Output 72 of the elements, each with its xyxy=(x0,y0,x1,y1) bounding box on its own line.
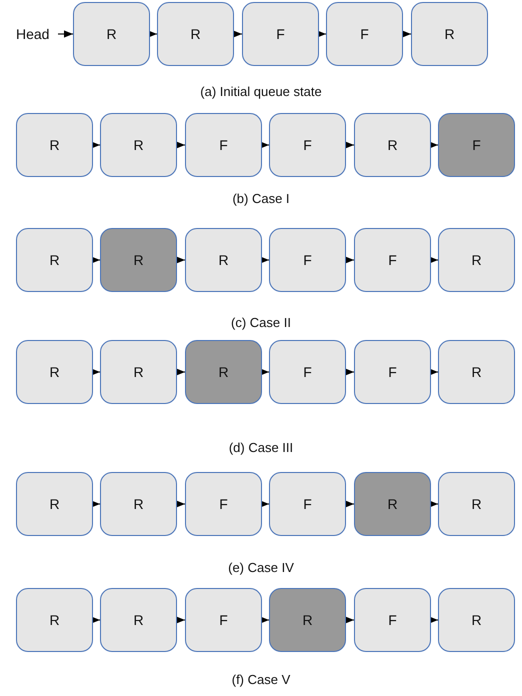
subfigure-caption: (b) Case I xyxy=(231,191,291,206)
queue-item: R xyxy=(438,228,515,292)
queue-item: R xyxy=(438,340,515,404)
arrow xyxy=(176,616,186,624)
queue-item: F xyxy=(185,588,262,652)
arrow xyxy=(260,141,270,149)
queue-item: F xyxy=(354,588,431,652)
queue-item: R xyxy=(157,2,234,66)
queue-item: F xyxy=(185,472,262,536)
arrow xyxy=(429,500,438,508)
highlighted-queue-item: R xyxy=(354,472,431,536)
highlighted-queue-item: R xyxy=(269,588,346,652)
arrow xyxy=(429,141,438,149)
queue-item: R xyxy=(100,340,177,404)
arrow xyxy=(402,30,412,38)
queue-item: R xyxy=(100,588,177,652)
arrow xyxy=(345,141,354,149)
arrow xyxy=(260,368,270,376)
queue-item: F xyxy=(185,113,262,177)
queue-item: R xyxy=(354,113,431,177)
arrow xyxy=(176,500,186,508)
subfigure-caption: (f) Case V xyxy=(230,672,292,687)
queue-item: F xyxy=(354,228,431,292)
arrow xyxy=(345,500,354,508)
arrow xyxy=(429,256,438,264)
subfigure-caption: (e) Case IV xyxy=(227,560,295,575)
arrow xyxy=(91,616,100,624)
queue-item: R xyxy=(16,228,93,292)
queue-item: R xyxy=(100,472,177,536)
queue-item: R xyxy=(16,472,93,536)
arrow xyxy=(429,616,438,624)
arrow xyxy=(148,30,158,38)
arrow xyxy=(345,368,354,376)
arrow xyxy=(429,368,438,376)
queue-item: R xyxy=(16,113,93,177)
arrow xyxy=(176,256,186,264)
queue-item: R xyxy=(438,588,515,652)
queue-item: F xyxy=(354,340,431,404)
subfigure-caption: (c) Case II xyxy=(230,315,292,330)
queue-item: R xyxy=(438,472,515,536)
arrow xyxy=(233,30,242,38)
arrow xyxy=(91,256,100,264)
queue-item: R xyxy=(16,340,93,404)
arrow xyxy=(260,616,270,624)
arrow xyxy=(91,141,100,149)
head-label: Head xyxy=(16,24,56,44)
queue-item: F xyxy=(326,2,403,66)
queue-item: R xyxy=(100,113,177,177)
queue-item: R xyxy=(185,228,262,292)
queue-item: R xyxy=(16,588,93,652)
arrow xyxy=(260,500,270,508)
arrow xyxy=(58,30,74,38)
queue-item: F xyxy=(269,228,346,292)
subfigure-caption: (d) Case III xyxy=(228,440,294,455)
queue-item: R xyxy=(411,2,488,66)
arrow xyxy=(91,500,100,508)
subfigure-caption: (a) Initial queue state xyxy=(199,84,323,99)
highlighted-queue-item: R xyxy=(185,340,262,404)
arrow xyxy=(345,616,354,624)
arrow xyxy=(317,30,326,38)
queue-item: R xyxy=(73,2,150,66)
arrow xyxy=(176,368,186,376)
queue-item: F xyxy=(269,113,346,177)
highlighted-queue-item: F xyxy=(438,113,515,177)
arrow xyxy=(91,368,100,376)
arrow xyxy=(345,256,354,264)
queue-item: F xyxy=(269,340,346,404)
arrow xyxy=(176,141,186,149)
arrow xyxy=(260,256,270,264)
queue-item: F xyxy=(242,2,319,66)
highlighted-queue-item: R xyxy=(100,228,177,292)
queue-item: F xyxy=(269,472,346,536)
